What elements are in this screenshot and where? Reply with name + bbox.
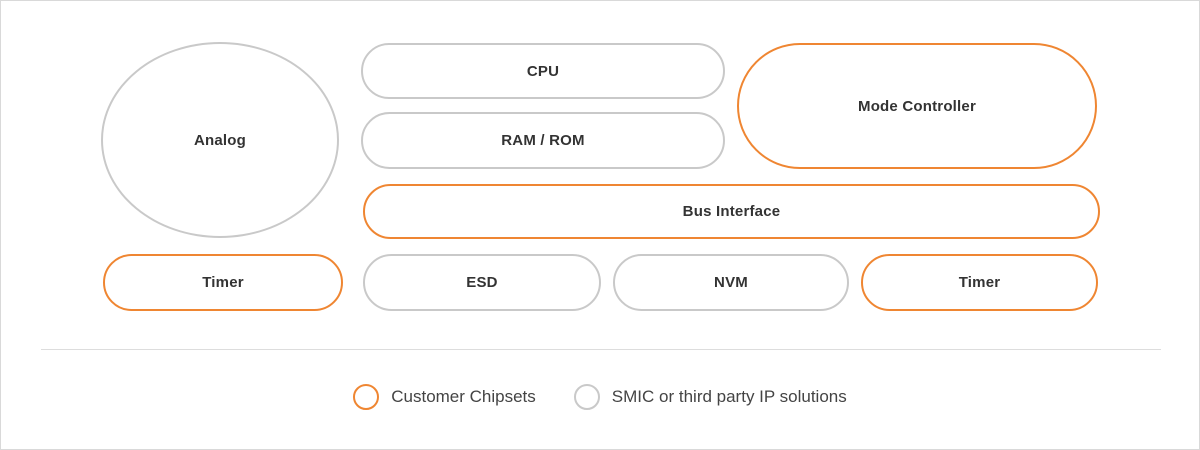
legend-item-third-party: SMIC or third party IP solutions [573,384,847,410]
block-esd: ESD [363,254,601,311]
legend-item-customer-chipsets: Customer Chipsets [353,384,536,410]
block-label: NVM [714,274,748,291]
block-mode-controller: Mode Controller [737,43,1097,169]
block-label: RAM / ROM [501,132,585,149]
block-bus-interface: Bus Interface [363,184,1100,239]
customer-chipsets-marker-icon [353,384,380,410]
block-timer-right: Timer [861,254,1098,311]
block-label: Mode Controller [858,97,976,115]
legend: Customer Chipsets SMIC or third party IP… [1,384,1199,410]
block-label: ESD [466,274,498,291]
block-cpu: CPU [361,43,725,99]
block-ram-rom: RAM / ROM [361,112,725,169]
block-timer-left: Timer [103,254,343,311]
block-label: Analog [193,131,247,149]
legend-label: SMIC or third party IP solutions [611,387,847,406]
legend-label: Customer Chipsets [391,387,536,406]
block-label: CPU [526,62,560,80]
block-nvm: NVM [613,254,849,311]
third-party-marker-icon [573,384,600,410]
block-label: Timer [202,274,244,291]
block-label: Bus Interface [682,203,781,220]
block-analog: Analog [101,42,339,238]
legend-divider [41,349,1161,350]
block-label: Timer [958,274,1001,291]
